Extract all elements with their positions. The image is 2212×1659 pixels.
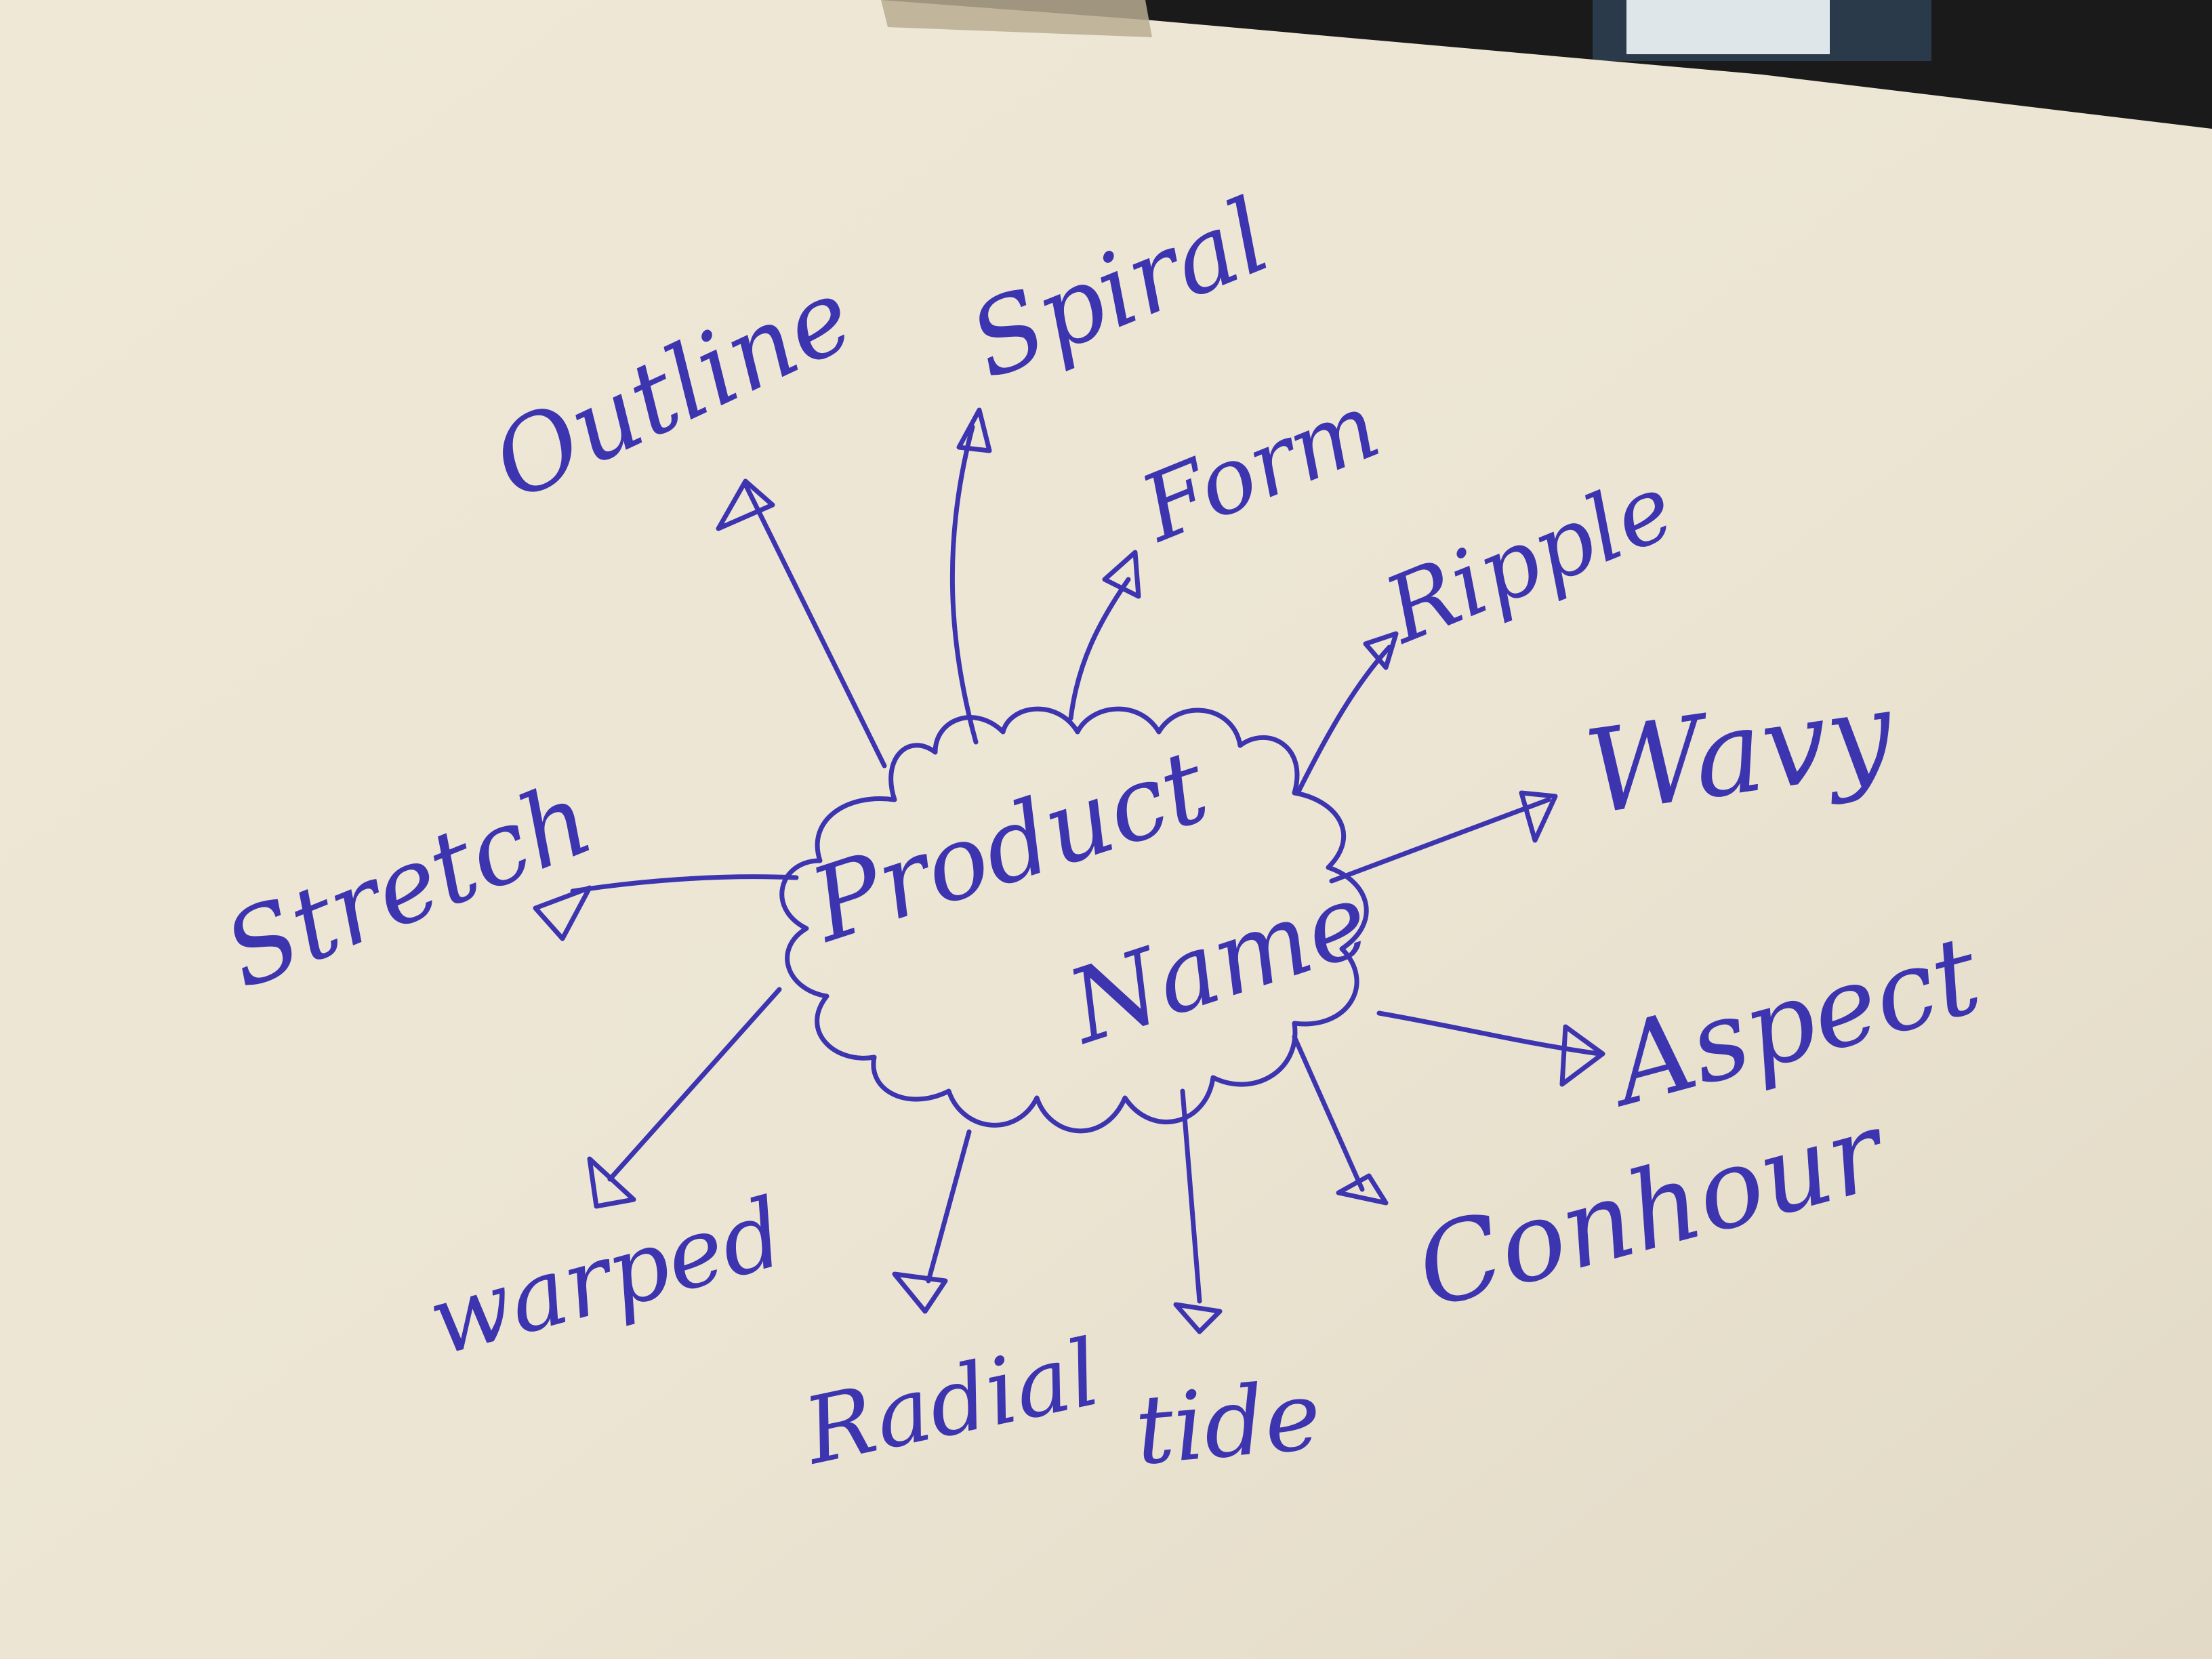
arrow-aspect [1376,1010,1605,1087]
arrow-outline [716,478,887,769]
arrow-tide [1173,1088,1223,1334]
arrow-ripple [1295,631,1399,796]
label-wavy: Wavy [1578,665,1902,840]
center-cloud [779,706,1369,1134]
arrow-form [1068,550,1141,721]
label-aspect: Aspect [1592,911,1993,1132]
arrow-spiral [949,407,992,745]
arrow-contour [1292,1034,1389,1206]
label-form: Form [1125,372,1393,563]
arrow-warped [587,987,782,1209]
label-radial: Radial [794,1319,1108,1486]
arrow-radial [892,1129,972,1314]
label-tide: tide [1131,1361,1326,1487]
label-spiral: Spiral [954,177,1285,402]
label-ripple: Ripple [1369,453,1687,665]
arrow-wavy [1329,790,1558,884]
arrow-stretch [533,874,799,941]
center-label-name: Name [1054,860,1383,1067]
tape-strip [881,0,1152,37]
label-outline: Outline [476,256,870,524]
label-stretch: Stretch [209,760,607,1012]
label-warped: warped [418,1178,795,1378]
